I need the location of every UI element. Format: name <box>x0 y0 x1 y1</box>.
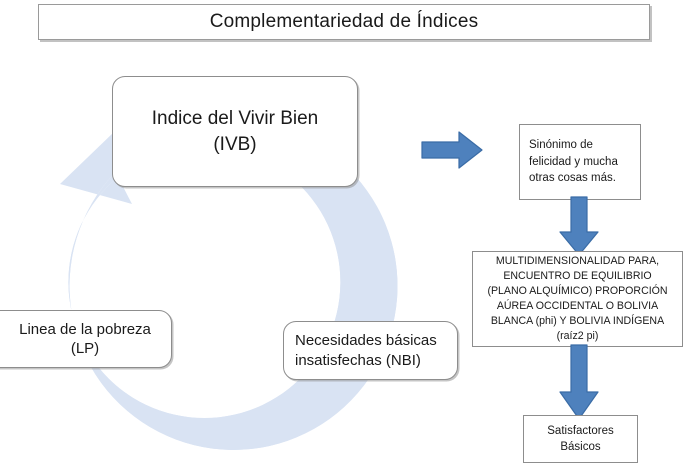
diagram-title-box: Complementariedad de Índices <box>38 4 650 40</box>
node-necesidades-basicas: Necesidades básicas insatisfechas (NBI) <box>283 321 458 380</box>
node-multidimensionalidad-label: MULTIDIMENSIONALIDAD PARA, ENCUENTRO DE … <box>487 254 668 343</box>
node-sinonimo: Sinónimo de felicidad y mucha otras cosa… <box>519 124 641 200</box>
arrow-down-icon <box>559 196 599 256</box>
node-satisfactores-basicos: Satisfactores Básicos <box>523 415 638 463</box>
node-linea-pobreza: Linea de la pobreza (LP) <box>0 310 172 368</box>
node-multidimensionalidad: MULTIDIMENSIONALIDAD PARA, ENCUENTRO DE … <box>472 251 683 347</box>
node-ivb: Indice del Vivir Bien (IVB) <box>112 76 358 187</box>
node-satisfactores-basicos-label: Satisfactores Básicos <box>547 424 614 453</box>
arrow-down-icon <box>559 344 599 420</box>
node-ivb-label: Indice del Vivir Bien (IVB) <box>151 108 319 155</box>
arrow-right-icon <box>421 131 483 169</box>
node-linea-pobreza-label: Linea de la pobreza (LP) <box>19 320 151 358</box>
page-title: Complementariedad de Índices <box>209 11 479 32</box>
node-necesidades-basicas-label: Necesidades básicas insatisfechas (NBI) <box>295 331 437 369</box>
node-sinonimo-label: Sinónimo de felicidad y mucha otras cosa… <box>529 138 618 185</box>
